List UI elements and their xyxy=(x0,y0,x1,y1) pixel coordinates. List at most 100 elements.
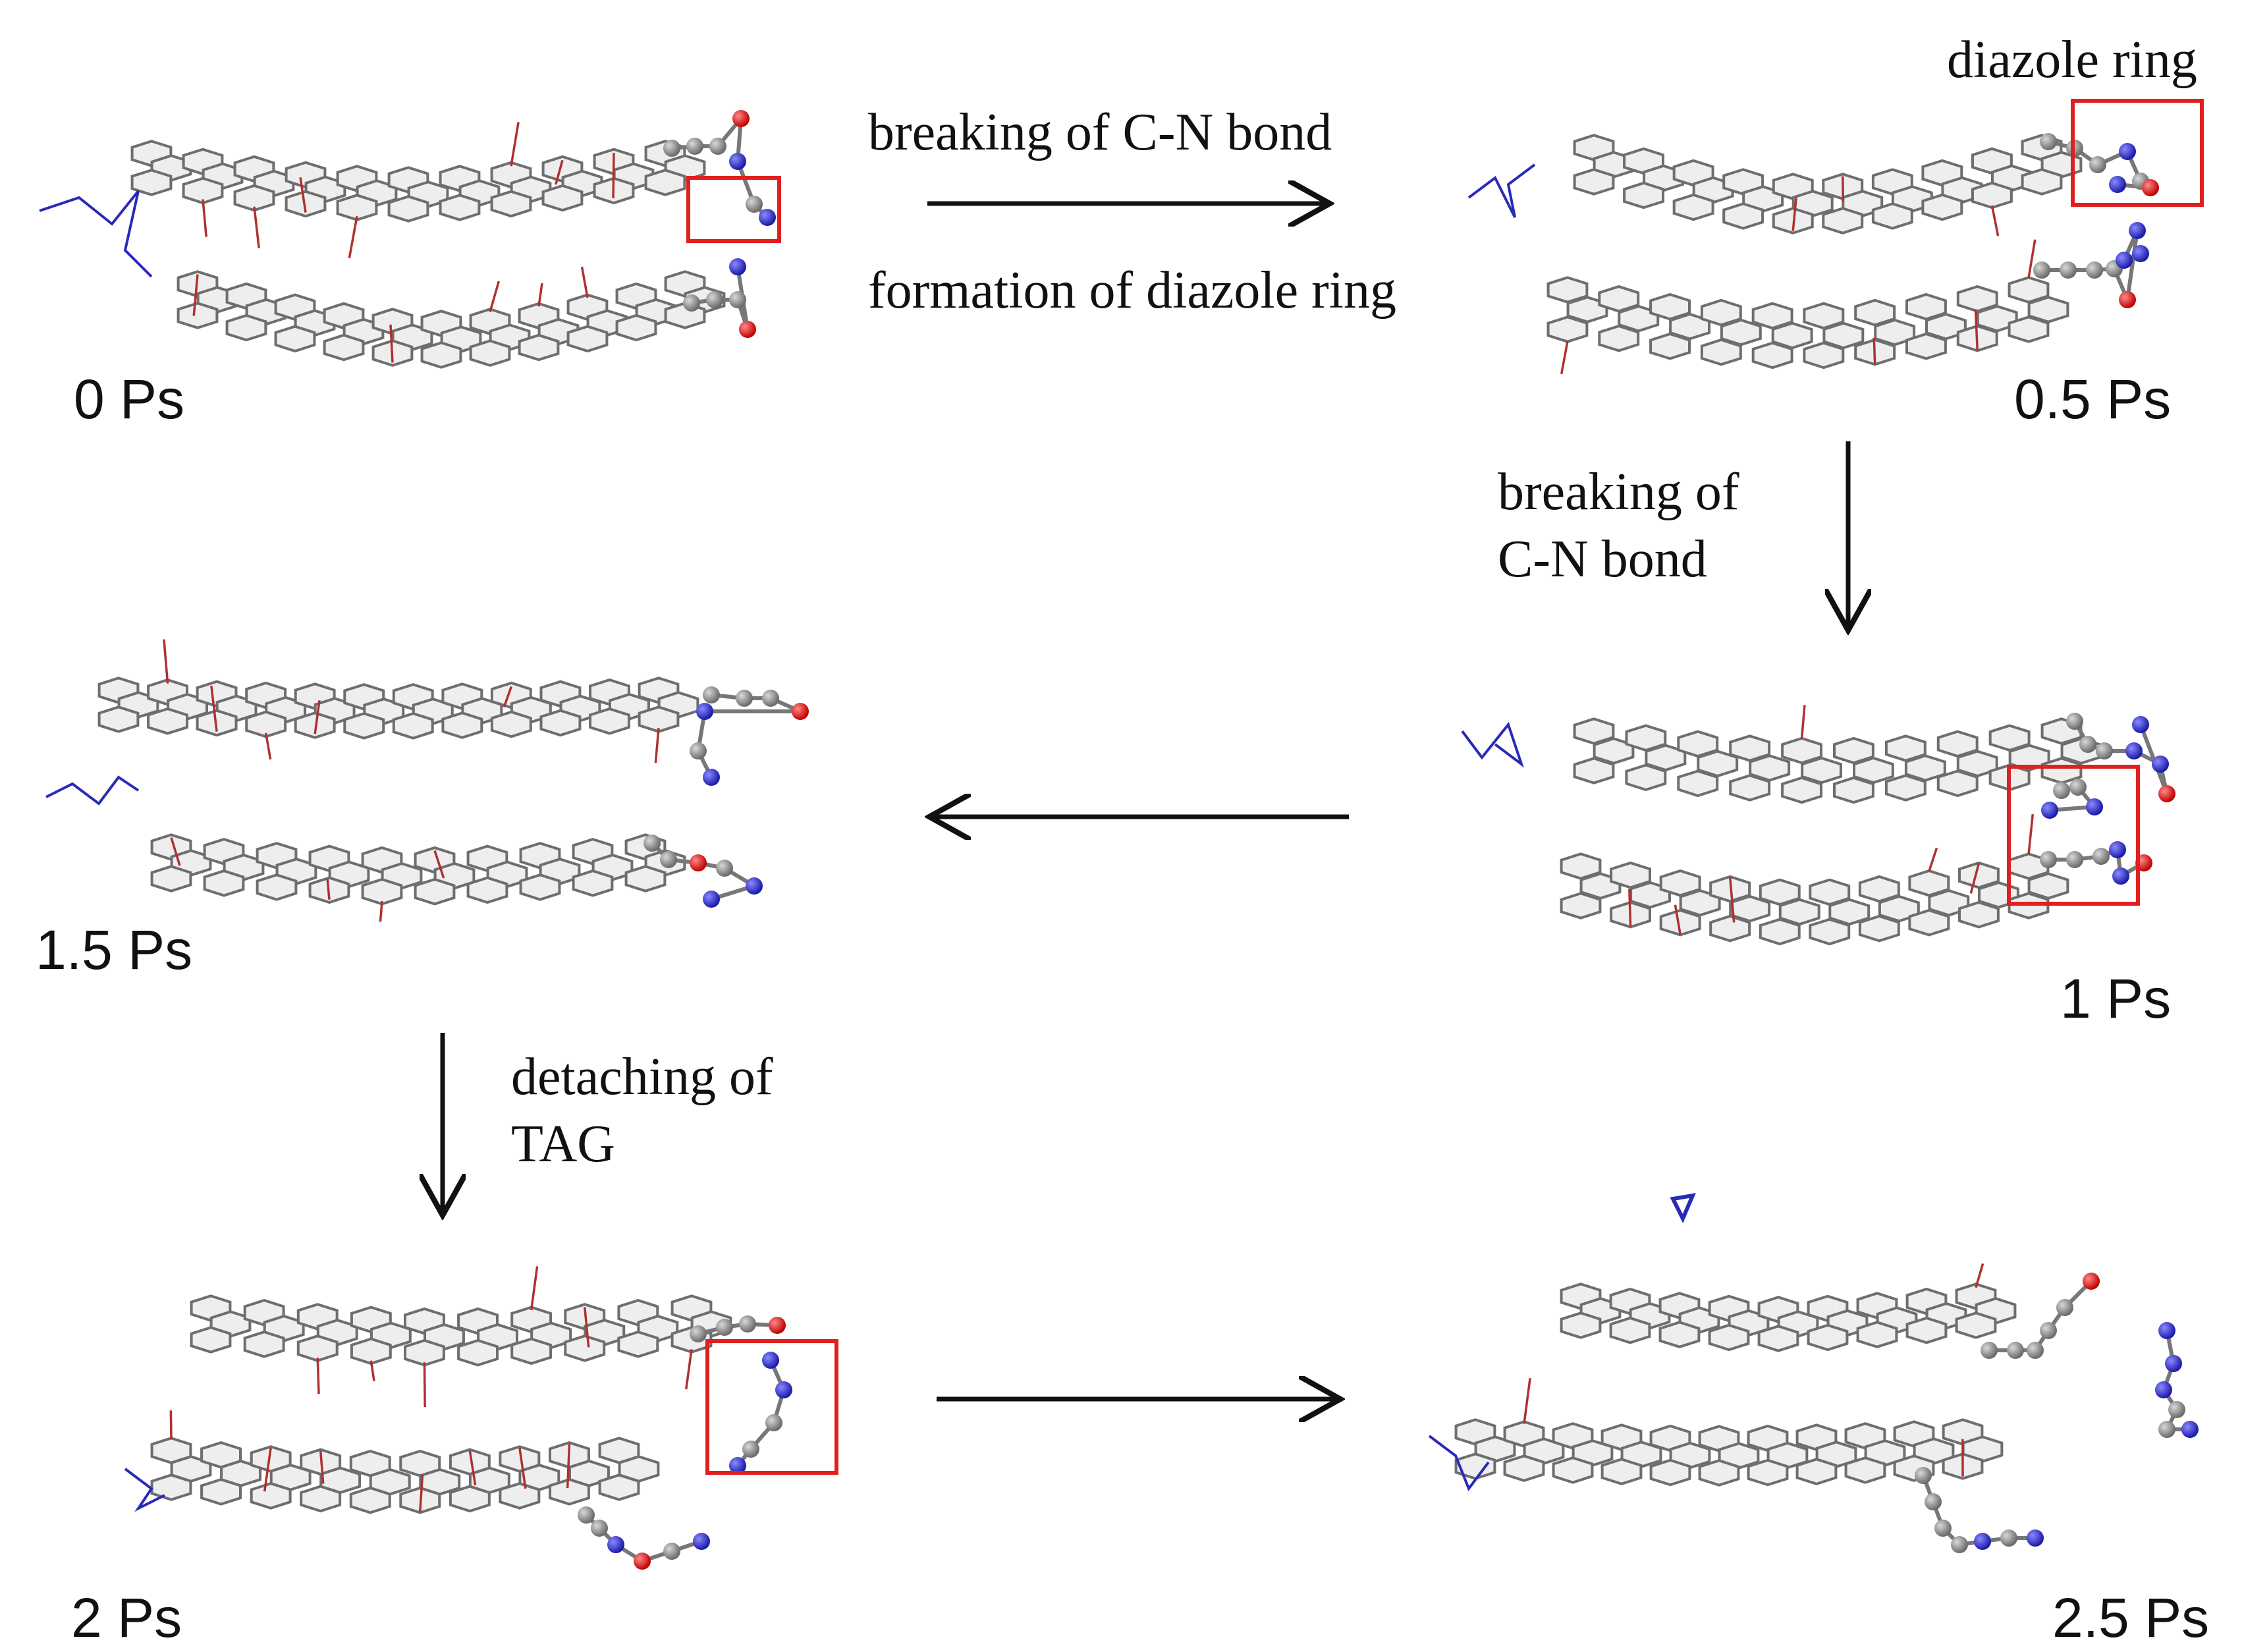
carbon-ring xyxy=(343,712,385,740)
chain-2ps-box-atom-2 xyxy=(765,1414,782,1431)
chain-1ps-box-atom-1 xyxy=(2069,779,2087,796)
carbon-ring xyxy=(336,194,378,221)
carbon-ring xyxy=(510,1337,553,1365)
carbon-ring xyxy=(225,314,267,342)
chain-1ps-box-atom-0 xyxy=(2053,782,2070,799)
chain-2ps-bottom-atom-1 xyxy=(591,1520,608,1537)
carbon-ring xyxy=(617,1331,659,1358)
chain-2.5ps-top-atom-4 xyxy=(2056,1299,2073,1316)
time-label-0ps: 0 Ps xyxy=(74,368,185,430)
chain-2.5ps-free-atom-2 xyxy=(2155,1381,2172,1398)
oxygen-bond xyxy=(468,1450,477,1485)
oxygen-bond xyxy=(326,878,331,900)
step1-line2: formation of diazole ring xyxy=(868,262,1396,319)
carbon-ring xyxy=(1658,1321,1701,1348)
carbon-ring xyxy=(1905,332,1947,360)
chain-0ps-top-atom-0 xyxy=(663,140,680,157)
chain-0.5ps-bottom-atom-4 xyxy=(2119,291,2136,308)
carbon-ring xyxy=(1454,1452,1496,1480)
diazole-ring-label: diazole ring xyxy=(1947,26,2197,94)
diazole-label-text: diazole ring xyxy=(1947,31,2197,89)
chain-0ps-top-atom-2 xyxy=(709,138,726,155)
carbon-ring xyxy=(1854,298,1896,327)
sheet-2ps-top xyxy=(190,1266,732,1408)
oxygen-bond xyxy=(1728,877,1736,923)
highlight-boxes xyxy=(686,99,2204,1475)
oxygen-bond xyxy=(192,274,199,316)
carbon-ring xyxy=(285,190,327,218)
sheet-1ps-top xyxy=(1573,705,2102,804)
carbon-ring xyxy=(1729,774,1771,802)
carbon-ring xyxy=(564,1335,606,1362)
oxygen-bond xyxy=(2027,814,2035,855)
carbon-ring xyxy=(1878,895,1920,923)
carbon-ring xyxy=(1757,1325,1799,1352)
carbon-ring xyxy=(294,711,336,739)
oxygen-bond xyxy=(314,700,321,734)
carbon-ring xyxy=(147,707,188,735)
chain-2ps-top-atom-2 xyxy=(739,1315,756,1333)
chain-0ps-bottom-atom-4 xyxy=(729,258,746,275)
tag-2.5ps xyxy=(1428,1435,1490,1492)
carbon-ring xyxy=(1659,869,1701,897)
chain-2ps-bottom-atom-3 xyxy=(634,1553,651,1570)
chain-1ps-top-atom-6 xyxy=(2132,716,2149,733)
chain-1ps-top-atom-4 xyxy=(2152,756,2169,773)
carbon-ring xyxy=(1958,900,2000,929)
carbon-ring xyxy=(1795,1458,1838,1485)
chain-2.5ps-bottom-atom-4 xyxy=(1974,1533,1991,1550)
chain-1.5ps-top-atom-0 xyxy=(703,686,720,703)
chain-0ps-top-atom-3 xyxy=(732,110,750,127)
chain-0ps-bottom-atom-1 xyxy=(706,291,723,308)
oxygen-bond xyxy=(299,177,307,213)
chain-1.5ps-bottom-atom-4 xyxy=(746,877,763,895)
chain-0.5ps-bottom-atom-5 xyxy=(2129,222,2146,239)
time-label-2.5ps: 2.5 Ps xyxy=(2052,1587,2210,1649)
tag-1ps xyxy=(1461,721,1524,768)
chain-1ps-top-atom-0 xyxy=(2066,713,2083,730)
carbon-ring xyxy=(1560,1311,1602,1339)
chain-2ps-bottom-atom-4 xyxy=(663,1543,680,1560)
sheet-0ps-top xyxy=(130,122,706,259)
carbon-ring xyxy=(1905,292,1947,321)
chain-1ps-top-atom-5 xyxy=(2158,785,2175,802)
carbon-ring xyxy=(572,869,614,897)
chain-1.5ps-top-atom-2 xyxy=(762,690,779,707)
chain-1ps-bottom-atom-1 xyxy=(2066,851,2083,868)
carbon-ring xyxy=(2027,872,2069,900)
sheet-1.5ps-bottom xyxy=(150,833,686,922)
carbon-ring xyxy=(1955,1311,1997,1339)
chain-1.5ps-bottom-atom-1 xyxy=(660,851,677,868)
carbon-ring xyxy=(1649,292,1691,321)
chain-2.5ps-top-atom-5 xyxy=(2083,1273,2100,1290)
carbon-ring xyxy=(1858,875,1900,903)
carbon-ring xyxy=(1700,298,1742,327)
carbon-ring xyxy=(361,877,403,906)
carbon-ring xyxy=(589,707,630,735)
carbon-ring xyxy=(1874,318,1916,346)
chain-0.5ps-top-atom-0 xyxy=(2040,133,2057,150)
chain-1ps-top-atom-1 xyxy=(2079,736,2096,753)
carbon-ring xyxy=(439,194,481,221)
carbon-ring xyxy=(549,1478,590,1506)
carbon-ring xyxy=(1856,1321,1898,1348)
chain-0ps-bottom-atom-0 xyxy=(683,294,700,312)
chain-1.5ps-bottom-atom-2 xyxy=(690,854,707,871)
carbon-ring xyxy=(449,1485,491,1513)
oxygen-bond xyxy=(348,215,358,259)
chain-2.5ps-free-atom-4 xyxy=(2158,1421,2175,1438)
oxygen-bond xyxy=(1842,176,1845,202)
carbon-ring xyxy=(1921,193,1963,221)
carbon-ring xyxy=(1649,332,1691,360)
time-label-1ps: 1 Ps xyxy=(2060,968,2172,1030)
oxygen-bond xyxy=(530,1266,539,1311)
sheet-2.5ps-top xyxy=(1560,1263,2017,1352)
oxygen-bond xyxy=(580,266,589,298)
carbon-ring xyxy=(296,1335,339,1362)
carbon-ring xyxy=(1803,341,1845,370)
carbon-ring xyxy=(615,314,657,342)
carbon-ring xyxy=(490,710,532,738)
oxygen-bond xyxy=(263,1447,272,1492)
carbon-ring xyxy=(233,184,275,212)
